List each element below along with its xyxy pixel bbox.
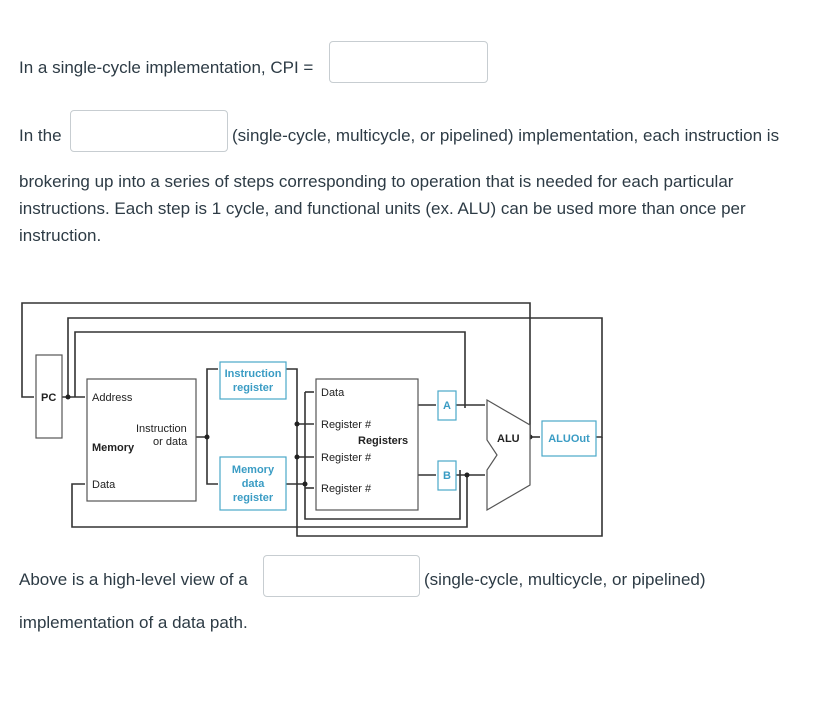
datapath-answer-input[interactable] [263, 555, 420, 597]
registers-box [315, 378, 419, 511]
instruction-register-box [219, 361, 287, 400]
aluout-label: ALUOut [548, 433, 590, 445]
implementation-question-suffix: (single-cycle, multicycle, or pipelined)… [232, 126, 780, 145]
alu-shape [486, 398, 531, 512]
cpi-answer-input[interactable] [329, 41, 488, 83]
datapath-question-line2: implementation of a data path. [19, 613, 248, 632]
implementation-question-prefix: In the [19, 126, 62, 145]
implementation-answer-input[interactable] [70, 110, 228, 152]
wires [21, 302, 603, 537]
aluout-box [541, 420, 597, 457]
reg-data-label: Data [321, 387, 345, 399]
memory-box [86, 378, 197, 502]
reg-num-label-1: Register # [321, 419, 372, 431]
memory-data-label: Data [92, 479, 116, 491]
datapath-question-prefix: Above is a high-level view of a [19, 570, 248, 589]
b-label: B [443, 470, 451, 482]
pc-label: PC [41, 392, 56, 404]
reg-num-label-2: Register # [321, 452, 372, 464]
reg-num-label-3: Register # [321, 483, 372, 495]
memory-data-register-box [219, 456, 287, 511]
pc-box [35, 354, 63, 439]
alu-label: ALU [497, 433, 520, 445]
a-label: A [443, 400, 451, 412]
cpi-question-label: In a single-cycle implementation, CPI = [19, 58, 314, 77]
datapath-question-suffix: (single-cycle, multicycle, or pipelined) [424, 570, 706, 589]
ir-label-2: register [233, 382, 274, 394]
address-label: Address [92, 392, 133, 404]
instruction-or-data-label-2: or data [153, 436, 188, 448]
b-register-box [437, 460, 457, 491]
mdr-label-3: register [233, 492, 274, 504]
mdr-label-1: Memory [232, 464, 275, 476]
instruction-or-data-label: Instruction [136, 423, 187, 435]
registers-label: Registers [358, 435, 408, 447]
mdr-label-2: data [242, 478, 266, 490]
ir-label-1: Instruction [225, 368, 282, 380]
a-register-box [437, 390, 457, 421]
implementation-description: brokering up into a series of steps corr… [19, 172, 746, 245]
memory-label: Memory [92, 442, 135, 454]
